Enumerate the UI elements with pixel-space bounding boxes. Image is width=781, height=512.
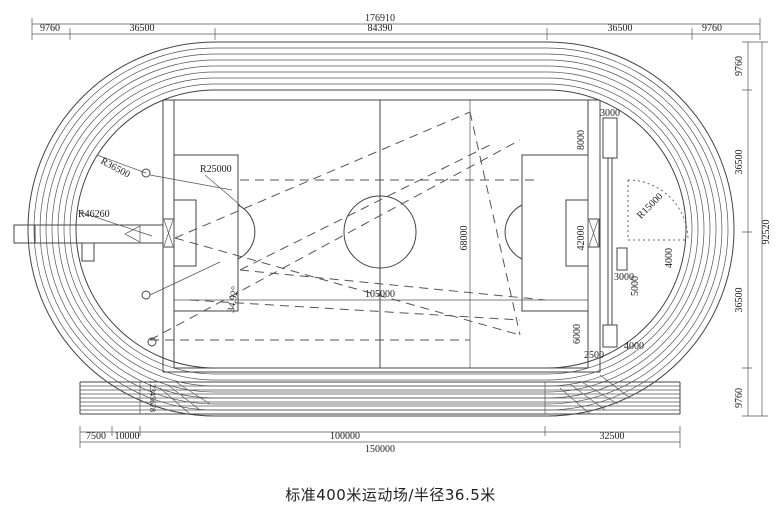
dim-top-right-radius: 36500 (608, 23, 633, 34)
dim-right-upper: 36500 (734, 150, 745, 175)
label-2500: 2500 (584, 350, 604, 361)
stagger-marks (159, 374, 631, 415)
label-field-length: 105000 (365, 289, 395, 300)
throwing-sectors (149, 111, 546, 341)
label-r36500: R36500 (99, 156, 132, 181)
label-r25000: R25000 (200, 164, 232, 175)
label-3000: 3000 (614, 272, 634, 283)
label-r46260: R46260 (78, 209, 110, 220)
dim-right-total: 92520 (761, 220, 772, 245)
infield-lines (162, 99, 601, 373)
dim-bottom-b: 10000 (115, 431, 140, 442)
label-6000: 6000 (572, 324, 583, 344)
throwing-circles (141, 168, 233, 347)
label-3000-top: 3000 (600, 108, 620, 119)
dim-bottom-total: 150000 (365, 444, 395, 455)
drawing-caption: 标准400米运动场/半径36.5米 (285, 486, 496, 504)
label-r15000: R15000 (635, 191, 665, 221)
dim-top-left-radius: 36500 (130, 23, 155, 34)
label-8000: 8000 (576, 130, 587, 150)
label-penalty-width: 42000 (576, 226, 587, 251)
dim-right-lower: 36500 (734, 288, 745, 313)
dim-bottom-d: 32500 (600, 431, 625, 442)
right-facilities (602, 117, 689, 348)
dim-top-total: 176910 (365, 13, 395, 24)
dim-right-bottom: 9760 (734, 388, 745, 408)
dim-bottom-a: 7500 (86, 431, 106, 442)
dim-bottom-c: 100000 (330, 431, 360, 442)
dim-top-left-runup: 9760 (40, 23, 60, 34)
label-lane-numbers: 12345678 (148, 380, 157, 412)
label-4000-v: 4000 (664, 248, 675, 268)
label-5000: 5000 (630, 276, 641, 296)
sprint-straight (79, 381, 681, 415)
dim-top-straight: 84390 (368, 23, 393, 34)
football-field (162, 99, 600, 369)
label-field-width: 68000 (459, 226, 470, 251)
label-4000-h: 4000 (624, 341, 644, 352)
dim-top-right-runup: 9760 (702, 23, 722, 34)
dimension-lines (31, 18, 768, 448)
label-angle: 34.92° (226, 286, 241, 314)
dim-right-top: 9760 (734, 56, 745, 76)
left-runup (13, 224, 163, 262)
